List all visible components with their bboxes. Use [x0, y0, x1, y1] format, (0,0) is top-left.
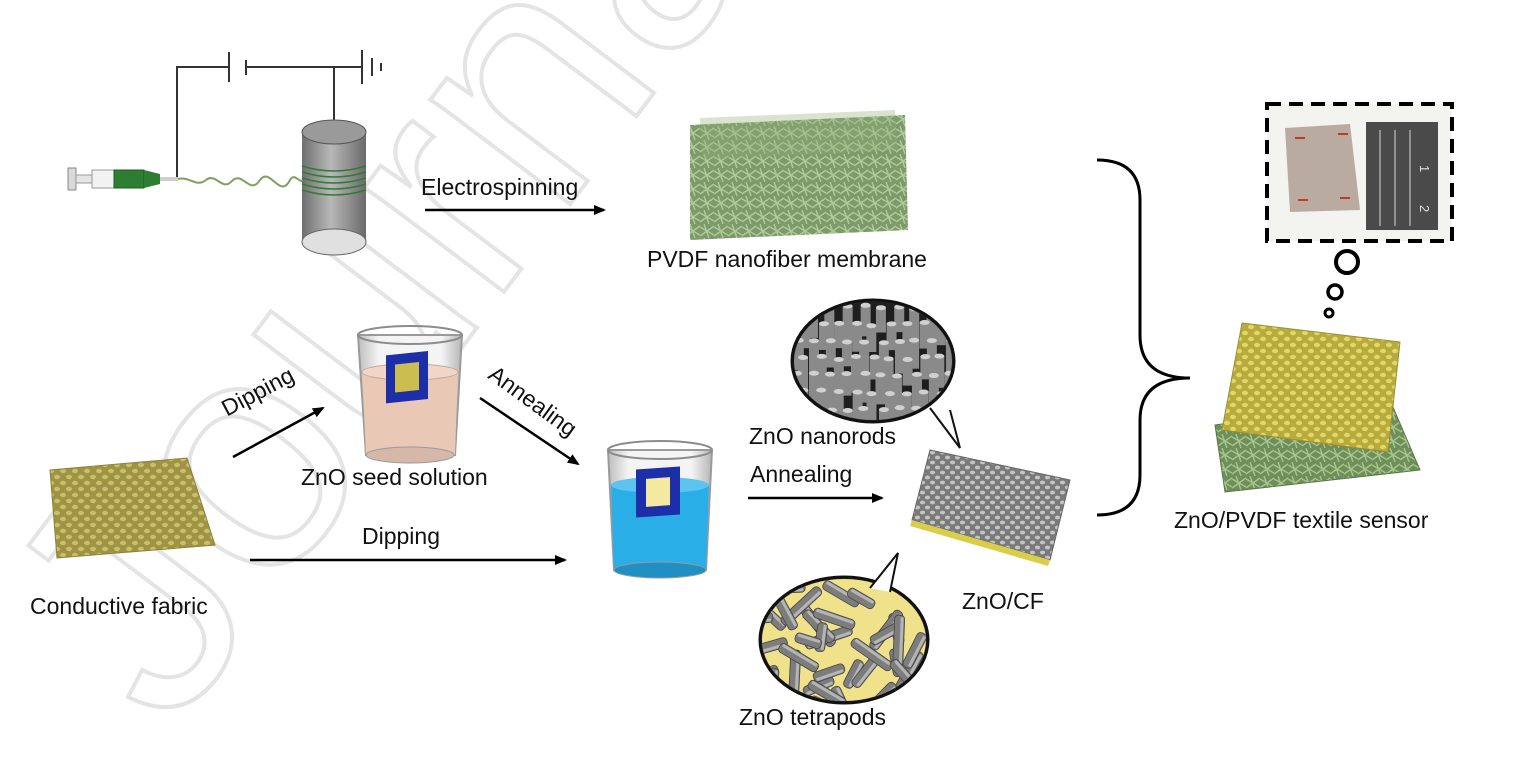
nanorod — [816, 387, 827, 420]
zno-cf-image — [910, 449, 1071, 566]
nanorod — [841, 339, 852, 367]
nanorod — [869, 354, 880, 380]
label-zno-nanorods: ZnO nanorods — [749, 423, 897, 449]
nanorod — [884, 391, 895, 420]
nanorod — [920, 354, 931, 380]
annealing-arrow-diagonal — [479, 396, 580, 466]
label-dipping-bottom: Dipping — [362, 523, 440, 549]
dipping-arrow-top — [232, 406, 325, 459]
nanorod — [852, 320, 863, 352]
syringe — [67, 167, 178, 191]
label-electrospinning: Electrospinning — [421, 174, 579, 200]
nanorod — [859, 339, 870, 380]
collector-drum — [301, 116, 367, 256]
zno-nanorods-inset — [790, 298, 965, 449]
nanorod — [816, 353, 827, 397]
nanorod — [875, 305, 886, 333]
power-supply-circuit — [176, 50, 382, 178]
tetrapod-arm — [886, 692, 907, 701]
nanorod — [909, 337, 920, 369]
tetrapod-arm — [846, 587, 876, 610]
nanorod — [825, 338, 836, 368]
nanorod — [883, 356, 894, 394]
nanorod — [824, 371, 835, 411]
tetrapod-arm — [902, 632, 926, 669]
textile-sensor-image — [1214, 322, 1421, 493]
nanorod — [894, 339, 905, 374]
tetrapod-arm — [778, 643, 820, 673]
nanorod — [954, 357, 964, 384]
nanorod — [794, 304, 802, 332]
nanorod — [841, 371, 852, 396]
label-annealing-right: Annealing — [750, 461, 853, 487]
nanorod — [808, 338, 819, 378]
nanorod — [902, 356, 913, 386]
pvdf-membrane-image — [690, 110, 908, 240]
nanorod — [842, 408, 853, 420]
nanorod — [892, 373, 903, 407]
nanorod — [818, 321, 829, 350]
label-zno-cf: ZnO/CF — [962, 588, 1044, 614]
nanorod — [858, 405, 869, 420]
nanorod — [834, 320, 845, 349]
nanorod — [919, 320, 930, 349]
nanorod — [866, 391, 877, 420]
electrospinning-setup — [67, 50, 382, 256]
nanorod — [860, 302, 871, 337]
nanorod — [875, 372, 886, 405]
nanorod — [894, 405, 905, 420]
nanorod — [808, 370, 819, 402]
label-conductive-fabric: Conductive fabric — [30, 593, 208, 619]
label-textile-sensor: ZnO/PVDF textile sensor — [1174, 507, 1429, 533]
nanorod — [850, 354, 861, 393]
watermark: Journal Pre — [0, 0, 1243, 758]
nanorod — [901, 391, 912, 420]
polymer-jet — [177, 175, 311, 188]
zno-tetrapods-inset — [758, 552, 930, 705]
tetrapod-arm — [762, 612, 774, 625]
nanorod — [918, 389, 929, 420]
tetrapod-arm — [807, 679, 847, 701]
tetrapod-arm — [812, 663, 846, 683]
nanorod — [878, 407, 889, 420]
tetrapod-arm — [892, 614, 906, 668]
nanorod — [886, 321, 897, 351]
ruler-mark-2: 2 — [1417, 205, 1432, 212]
nanorod — [866, 323, 877, 353]
thought-bubble-large — [1334, 249, 1360, 275]
thought-bubble-small — [1323, 307, 1335, 319]
nanorod — [934, 353, 945, 388]
sensor-photo: 1 2 — [1265, 102, 1454, 319]
ruler-mark-1: 1 — [1417, 165, 1432, 172]
nanorod — [926, 338, 937, 375]
combine-brace — [1096, 158, 1191, 517]
growth-solution-beaker — [606, 440, 714, 579]
watermark-text: Journal Pre — [0, 0, 1243, 758]
nanorod — [902, 321, 913, 360]
nanorod — [833, 389, 844, 420]
label-zno-seed-solution: ZnO seed solution — [301, 464, 488, 490]
thought-bubble-medium — [1326, 283, 1344, 301]
nanorod — [911, 371, 922, 414]
label-pvdf-membrane: PVDF nanofiber membrane — [647, 246, 927, 272]
nanorod — [852, 389, 863, 420]
nanorod — [928, 373, 939, 403]
tetrapod-arm — [794, 632, 822, 649]
tetrapod-arm — [812, 607, 856, 630]
nanorod — [955, 390, 965, 429]
nanorod — [798, 354, 809, 390]
seed-solution-beaker — [356, 325, 464, 464]
nanorod — [860, 370, 871, 403]
conductive-fabric-image — [49, 457, 216, 559]
nanorod — [833, 356, 844, 393]
label-zno-tetrapods: ZnO tetrapods — [739, 704, 887, 730]
